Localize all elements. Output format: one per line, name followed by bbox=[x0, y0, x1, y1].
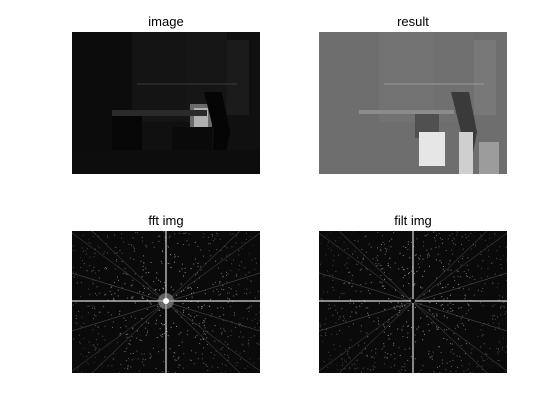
panel-title-image: image bbox=[148, 14, 184, 29]
result-raster bbox=[319, 32, 507, 174]
fft-spectrum bbox=[72, 231, 260, 373]
axes-result bbox=[319, 32, 507, 174]
panel-title-result: result bbox=[397, 14, 429, 29]
panel-title-filt-img: filt img bbox=[394, 213, 432, 228]
axes-fft-img bbox=[72, 231, 260, 373]
filt-spectrum bbox=[319, 231, 507, 373]
axes-filt-img bbox=[319, 231, 507, 373]
image-raster bbox=[72, 32, 260, 174]
axes-image bbox=[72, 32, 260, 174]
panel-title-fft-img: fft img bbox=[148, 213, 184, 228]
